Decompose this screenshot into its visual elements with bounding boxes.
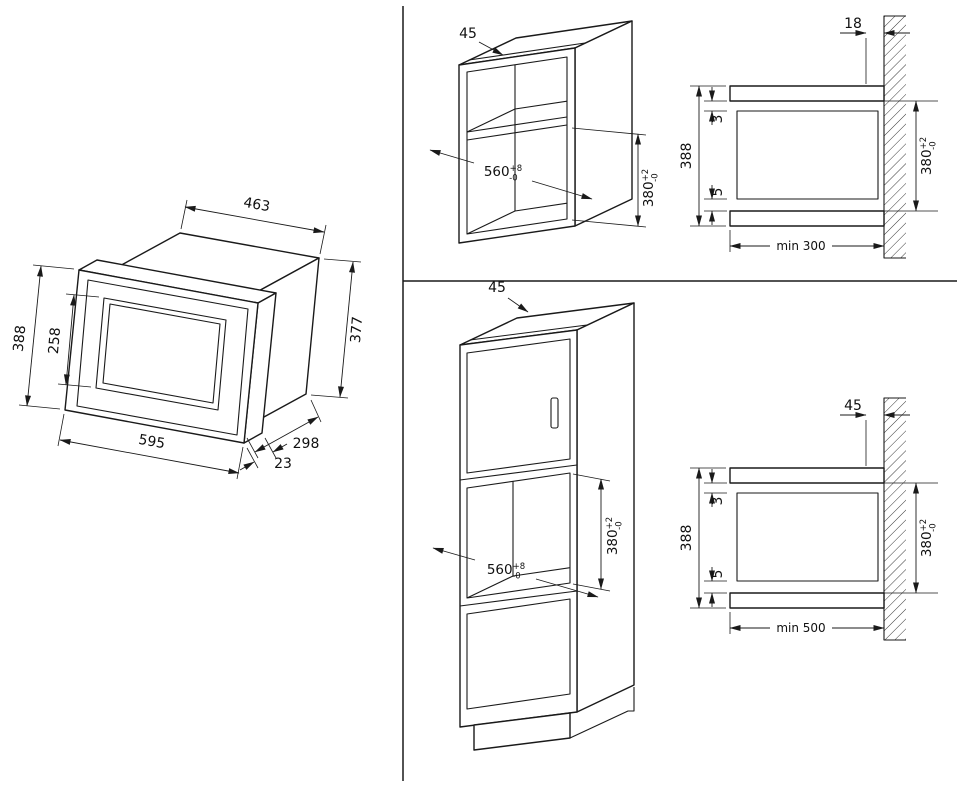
dim-glass-height-label: 258 (46, 327, 64, 355)
dim-wall-gap: 45 (840, 398, 910, 466)
niche-height-label: 380+2-0 (605, 517, 625, 555)
bottom-panel (729, 210, 885, 227)
dim-tall-unit-vent-gap: 45 (488, 280, 529, 313)
dim-min-depth: min 300 (729, 230, 885, 253)
door-handle (550, 397, 559, 429)
wall-niche-section-top: 18 388 3 5 380+2-0 (679, 15, 939, 259)
dim-bottom-clearance: 5 (704, 185, 727, 225)
dim-front-height: 388 (11, 264, 75, 410)
dim-niche-height: 380+2-0 (884, 482, 939, 594)
wall-unit-right-face (574, 20, 633, 227)
dim-min-depth: min 500 (729, 612, 885, 635)
niche-width-label: 560+8-0 (484, 164, 522, 184)
frame-height-label: 388 (679, 143, 695, 170)
top-clearance-label: 3 (710, 497, 726, 506)
microwave-glass-window (95, 297, 227, 411)
dim-tall-unit-niche-width: 560+8-0 (432, 547, 599, 598)
shelf-back-edge (514, 93, 567, 110)
wall-gap-label: 18 (844, 16, 862, 32)
microwave-door-outline (76, 279, 249, 436)
wall-unit-top-rail-edge (468, 42, 586, 61)
shelf-front-top-edge (467, 116, 567, 133)
dim-glass-height: 258 (46, 293, 100, 388)
dim-rear-height: 377 (310, 258, 366, 399)
min-depth-label: min 300 (776, 239, 825, 253)
microwave-view: 463 388 258 377 595 (11, 195, 366, 480)
dim-frame-height: 388 (679, 467, 726, 609)
microwave-outline (736, 110, 879, 200)
microwave-glass-window-inner (102, 303, 221, 404)
tall-unit-front-face (459, 329, 578, 728)
quadrant-dividers (402, 6, 957, 781)
plinth-base-edge (569, 687, 635, 739)
dim-wall-unit-vent-gap: 45 (459, 26, 504, 56)
tall-unit-back-panel (512, 473, 570, 577)
dim-niche-height: 380+2-0 (884, 100, 939, 212)
dim-frame-depth: 23 (239, 437, 292, 472)
wall-face (883, 15, 906, 259)
dim-top-width-label: 463 (242, 195, 271, 215)
dim-top-clearance: 3 (704, 87, 727, 125)
upper-door-outline (466, 338, 571, 474)
niche-top-carcass-edge (459, 464, 578, 481)
tall-unit-top-rail-edge (469, 324, 588, 341)
niche-height-label: 380+2-0 (919, 519, 939, 557)
dim-tall-unit-niche-height: 380+2-0 (572, 473, 625, 592)
dim-front-width: 595 (57, 413, 244, 480)
wall-unit-front-face (458, 47, 576, 244)
microwave-outline (736, 492, 879, 582)
dim-wall-unit-niche-width: 560+8-0 (429, 149, 593, 200)
top-clearance-label: 3 (710, 115, 726, 124)
bottom-clearance-label: 5 (710, 570, 726, 579)
shelf-front-bottom-edge (467, 124, 567, 141)
dim-top-width: 463 (180, 195, 327, 255)
min-depth-label: min 500 (776, 621, 825, 635)
dim-wall-unit-niche-height: 380+2-0 (571, 127, 661, 228)
dim-frame-height: 388 (679, 85, 726, 227)
dim-bottom-clearance: 5 (704, 567, 727, 607)
dim-body-depth: 298 (246, 399, 322, 459)
top-panel (729, 467, 885, 484)
tall-unit-right-face (576, 302, 635, 713)
wall-hatch (884, 398, 906, 640)
dim-front-width-label: 595 (137, 432, 166, 452)
tall-unit-view: 45 560+8-0 380+2-0 (432, 280, 635, 751)
bottom-panel (729, 592, 885, 609)
wall-niche-section-bottom: 45 388 3 5 380+2-0 (679, 397, 939, 641)
lower-door-outline (466, 598, 571, 710)
dim-frame-depth-label: 23 (274, 456, 292, 472)
wall-face (883, 397, 906, 641)
wall-unit-back-panel (514, 57, 567, 212)
dim-front-height-label: 388 (11, 324, 30, 352)
dim-body-depth-label: 298 (293, 436, 320, 452)
niche-height-label: 380+2-0 (919, 137, 939, 175)
wall-gap-label: 45 (844, 398, 862, 414)
bottom-clearance-label: 5 (710, 188, 726, 197)
dim-rear-height-label: 377 (348, 316, 366, 344)
niche-bottom-carcass-edge (459, 590, 578, 607)
dim-top-clearance: 3 (704, 469, 727, 507)
niche-width-label: 560+8-0 (487, 562, 525, 582)
vent-gap-label: 45 (488, 280, 506, 296)
wall-hatch (884, 16, 906, 258)
frame-height-label: 388 (679, 525, 695, 552)
wall-unit-view: 45 560+8-0 380+2-0 (429, 20, 661, 244)
top-panel (729, 85, 885, 102)
dim-wall-gap: 18 (840, 16, 910, 84)
niche-height-label: 380+2-0 (641, 169, 661, 207)
vent-gap-label: 45 (459, 26, 477, 42)
